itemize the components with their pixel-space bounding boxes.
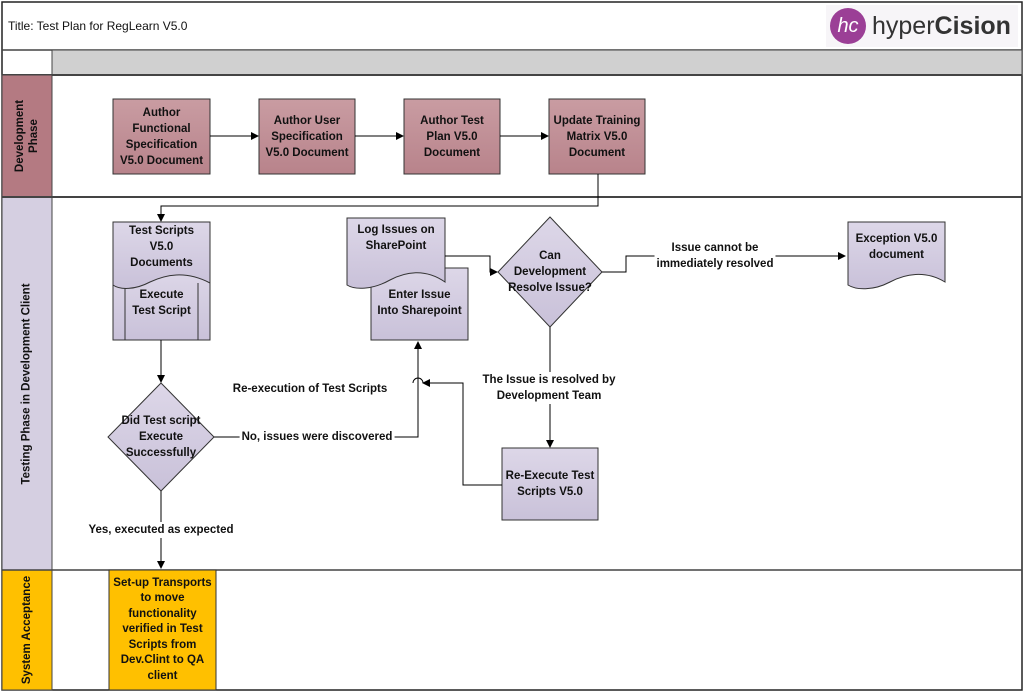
logo-mark-icon: hc xyxy=(830,8,866,44)
lane-header-testing xyxy=(1,196,53,571)
edge-label-re-execution: Re-execution of Test Scripts xyxy=(230,381,390,397)
node-update-training[interactable] xyxy=(548,98,646,175)
edge-label-executed-expected: Yes, executed as expected xyxy=(86,522,236,538)
label-update-training: Update Training Matrix V5.0 Document xyxy=(553,114,641,159)
label-can-dev-resolve: Can Development Resolve Issue? xyxy=(508,250,592,294)
label-execute-test-script: Execute Test Script xyxy=(132,289,191,317)
node-author-test-plan[interactable] xyxy=(403,98,501,175)
label-log-issues: Log Issues on SharePoint xyxy=(357,224,435,252)
node-setup-transports[interactable] xyxy=(108,569,217,691)
label-enter-issue: Enter Issue Into Sharepoint xyxy=(377,289,462,317)
edge-label-issues-discovered: No, issues were discovered xyxy=(239,429,395,445)
node-exception-doc[interactable] xyxy=(847,221,946,290)
lane-label-development: Development Phase xyxy=(14,99,40,173)
node-test-scripts-doc[interactable] xyxy=(112,221,211,289)
logo-text-light: hyper xyxy=(872,11,935,40)
hypercision-logo: hc hyperCision xyxy=(826,5,1018,47)
lane-header-development xyxy=(1,74,53,198)
label-author-user-spec: Author User Specification V5.0 Document xyxy=(265,114,349,159)
logo-text-bold: Cision xyxy=(934,11,1011,40)
edge-label-cannot-resolve: Issue cannot be immediately resolved xyxy=(654,240,776,272)
label-did-test-execute: Did Test script Execute Successfully xyxy=(121,415,201,459)
node-author-func-spec[interactable] xyxy=(112,98,211,175)
page-title: Title: Test Plan for RegLearn V5.0 xyxy=(8,19,188,33)
node-log-issues[interactable] xyxy=(346,217,446,289)
lane-label-testing: Testing Phase in Development Client xyxy=(21,282,34,485)
header-band xyxy=(51,49,1023,76)
edge-label-resolved-by-team: The Issue is resolved by Development Tea… xyxy=(480,372,618,404)
node-re-execute[interactable] xyxy=(501,447,599,521)
label-re-execute: Re-Execute Test Scripts V5.0 xyxy=(505,470,595,498)
label-exception-doc: Exception V5.0 document xyxy=(855,233,938,261)
label-author-func-spec: Author Functional Specification V5.0 Doc… xyxy=(119,106,204,167)
label-author-test-plan: Author Test Plan V5.0 Document xyxy=(420,114,484,159)
label-setup-transports: Set-up Transports to move functionality … xyxy=(113,576,212,682)
label-test-scripts-doc: Test Scripts V5.0 Documents xyxy=(129,225,194,269)
lane-label-acceptance: System Acceptance xyxy=(21,575,33,685)
